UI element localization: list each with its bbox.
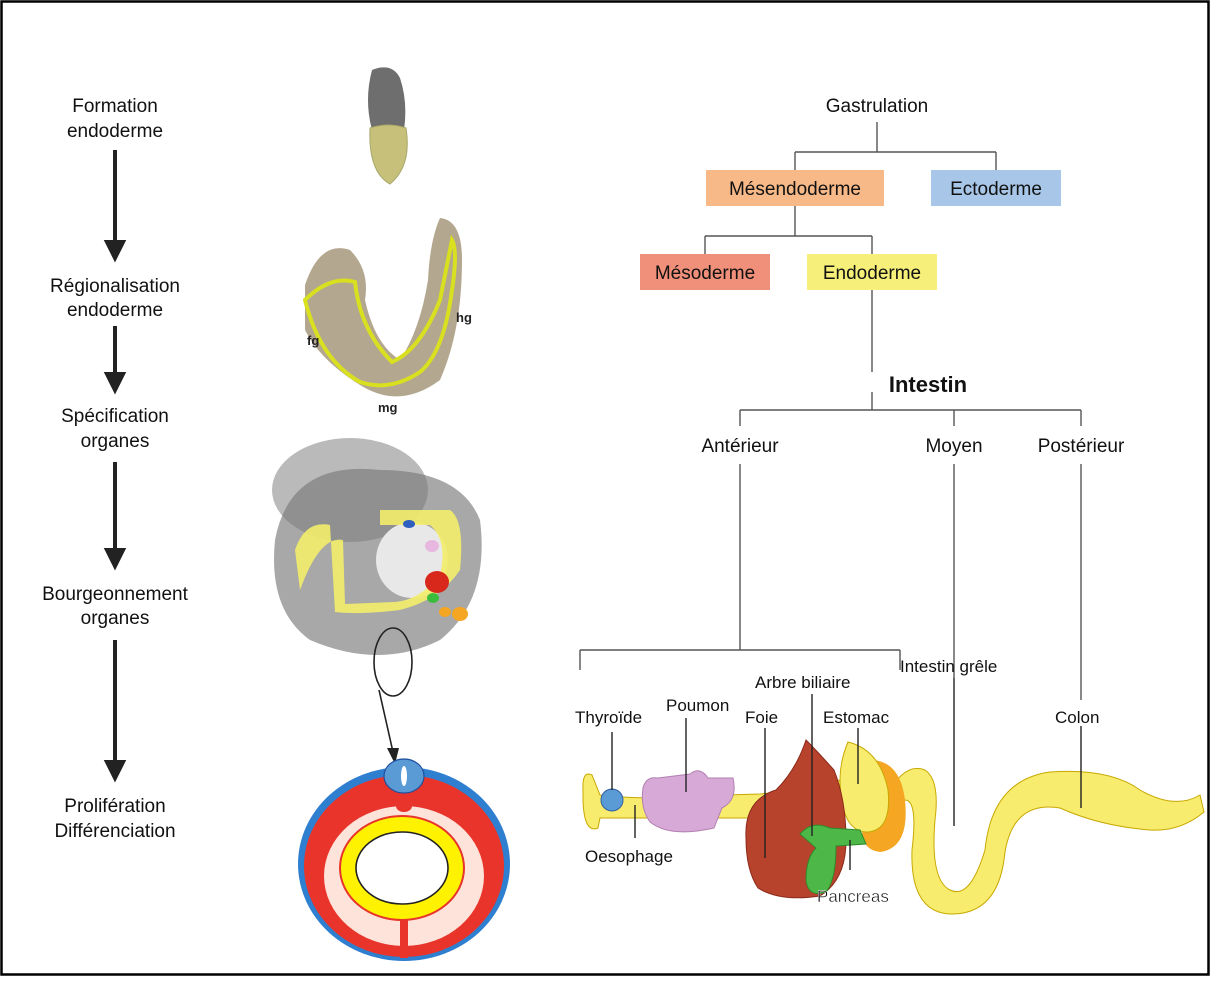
label-oesophage: Oesophage <box>585 847 673 866</box>
stage-5-line2: Différenciation <box>54 821 175 842</box>
gut-tube-intestine <box>880 768 1204 914</box>
budding-pancreas <box>427 593 439 603</box>
fg-label: fg <box>307 333 319 348</box>
node-posterieur: Postérieur <box>1038 436 1125 457</box>
label-poumon: Poumon <box>666 696 729 715</box>
section-gut-lumen <box>356 832 448 904</box>
label-pancreas: Pancreas <box>817 887 889 906</box>
early-embryo-upper <box>368 67 405 130</box>
arrow-3-head <box>107 550 123 566</box>
node-ectoderme: Ectoderme <box>950 179 1042 200</box>
embryo-images: fg hg mg <box>272 67 510 961</box>
u-shaped-embryo-image: fg hg mg <box>305 218 472 415</box>
node-gastrulation: Gastrulation <box>826 96 928 117</box>
node-mesoderme: Mésoderme <box>655 263 755 284</box>
stage-2-line1: Régionalisation <box>50 276 180 297</box>
node-mesendoderme: Mésendoderme <box>729 179 861 200</box>
budding-thyroid <box>403 520 415 528</box>
budding-stomach <box>452 607 468 621</box>
section-neural-lumen <box>401 766 407 786</box>
stage-column: Formation endoderme Régionalisation endo… <box>42 96 188 842</box>
node-anterieur: Antérieur <box>701 436 779 457</box>
stage-2-line2: endoderme <box>67 300 163 321</box>
stage-3-line1: Spécification <box>61 406 169 427</box>
label-estomac: Estomac <box>823 708 890 727</box>
hg-label: hg <box>456 310 472 325</box>
label-colon: Colon <box>1055 708 1099 727</box>
budding-lung <box>425 540 439 552</box>
mg-label: mg <box>378 400 398 415</box>
stage-3-line2: organes <box>81 431 150 452</box>
label-intestin-grele: Intestin grêle <box>900 657 997 676</box>
arrow-2-head <box>107 374 123 390</box>
stage-4-line1: Bourgeonnement <box>42 584 188 605</box>
lineage-tree: Gastrulation Mésendoderme Ectoderme Méso… <box>580 96 1125 700</box>
section-notochord <box>396 800 412 812</box>
node-intestin: Intestin <box>889 372 967 397</box>
budding-embryo-image <box>272 438 482 764</box>
budding-liver <box>425 571 449 593</box>
thyroid <box>601 789 623 811</box>
early-embryo-image <box>368 67 407 184</box>
lung <box>642 771 734 832</box>
stomach <box>840 742 889 832</box>
node-moyen: Moyen <box>925 436 982 457</box>
gut-tube-illustration: Poumon Arbre biliaire Intestin grêle Thy… <box>575 657 1204 914</box>
label-foie: Foie <box>745 708 778 727</box>
transverse-section-image <box>298 759 510 961</box>
label-arbre-biliaire: Arbre biliaire <box>755 673 850 692</box>
section-arrow-shaft <box>379 690 393 752</box>
stage-5-line1: Prolifération <box>64 796 165 817</box>
arrow-1-head <box>107 242 123 258</box>
stage-4-line2: organes <box>81 608 150 629</box>
label-thyroide: Thyroïde <box>575 708 642 727</box>
budding-stomach-2 <box>439 607 451 617</box>
early-embryo-endoderm <box>370 125 407 184</box>
node-endoderme: Endoderme <box>823 263 921 284</box>
arrow-4-head <box>107 762 123 778</box>
stage-1-line1: Formation <box>72 96 158 117</box>
stage-arrows <box>107 150 123 778</box>
stage-1-line2: endoderme <box>67 121 163 142</box>
